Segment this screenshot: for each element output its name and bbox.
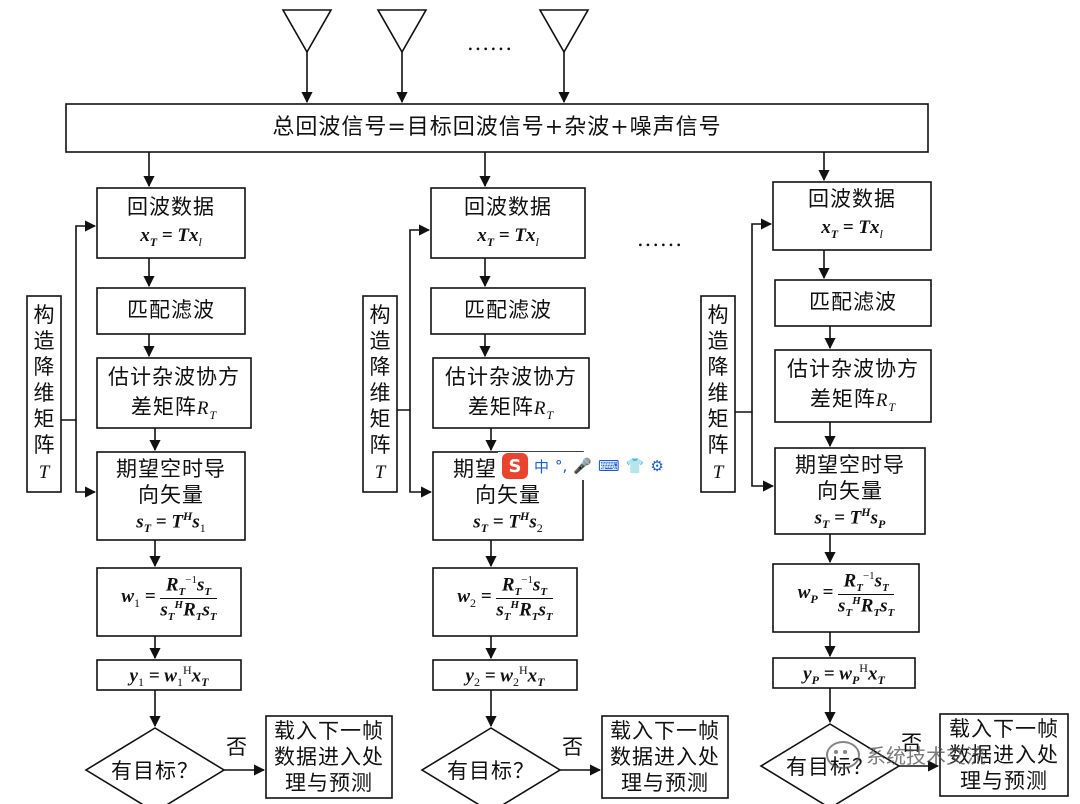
next-frame-line2: 数据进入处 xyxy=(610,745,720,769)
antenna-icon xyxy=(281,9,333,104)
punctuation-icon[interactable]: °, xyxy=(555,457,568,475)
echo-data-label: 回波数据 xyxy=(808,187,896,211)
combined-signal-label: 总回波信号=目标回波信号+杂波+噪声信号 xyxy=(272,115,722,140)
clutter-covariance-box xyxy=(432,357,590,429)
weight-vector-equation: w2 = RT−1sT sTHRTsT xyxy=(457,574,553,624)
output-equation: y2 = w2HxT xyxy=(465,663,545,690)
output-box xyxy=(772,657,916,689)
weight-vector-box xyxy=(96,567,242,637)
output-box xyxy=(432,659,578,691)
ime-toolbar[interactable]: S 中 °, 🎤 ⌨ 👕 ⚙ xyxy=(498,452,692,480)
echo-data-label: 回波数据 xyxy=(464,195,552,219)
watermark-text: 系统技术交流 xyxy=(866,744,986,768)
no-label: 否 xyxy=(226,735,248,759)
echo-data-label: 回波数据 xyxy=(127,195,215,219)
next-frame-line3: 理与预测 xyxy=(285,771,373,795)
construct-matrix-label: 构造降维矩阵T xyxy=(369,303,391,483)
steering-vector-equation: sT = THsP xyxy=(814,505,886,532)
steering-vector-line1: 期望空时导 xyxy=(795,453,905,477)
construct-matrix-box xyxy=(700,295,736,493)
next-frame-box xyxy=(601,715,729,799)
antenna-icon xyxy=(538,9,590,104)
clutter-covariance-line2: 差矩阵RT xyxy=(809,387,897,414)
next-frame-box xyxy=(939,713,1069,797)
clutter-covariance-line1: 估计杂波协方 xyxy=(108,365,240,389)
echo-equation: xT = Txl xyxy=(477,225,539,249)
steering-vector-line2: 向矢量 xyxy=(138,483,204,507)
decision-label: 有目标？ xyxy=(447,759,535,783)
decision-diamond xyxy=(84,727,226,804)
combined-signal-box xyxy=(65,103,929,153)
construct-matrix-box xyxy=(362,295,398,493)
matched-filter-box xyxy=(774,279,932,327)
settings-icon[interactable]: ⚙ xyxy=(650,457,664,475)
sogou-logo-icon[interactable]: S xyxy=(502,453,528,479)
echo-data-box xyxy=(96,187,246,259)
matched-filter-label: 匹配滤波 xyxy=(464,298,552,322)
no-label: 否 xyxy=(562,735,584,759)
next-frame-line2: 数据进入处 xyxy=(274,745,384,769)
echo-equation: xT = Txl xyxy=(821,217,883,241)
echo-equation: xT = Txl xyxy=(140,225,202,249)
weight-vector-equation: wP = RT−1sT sTHRTsT xyxy=(797,570,895,620)
next-frame-line1: 载入下一帧 xyxy=(949,717,1059,741)
steering-vector-line1: 期望空时导 xyxy=(116,457,226,481)
steering-vector-box xyxy=(96,451,246,541)
weight-vector-box xyxy=(432,567,578,637)
clutter-covariance-box xyxy=(96,357,252,429)
next-frame-line3: 理与预测 xyxy=(960,769,1048,793)
output-equation: yP = wPHxT xyxy=(803,661,885,688)
no-label: 否 xyxy=(901,731,923,755)
steering-vector-box xyxy=(774,447,926,535)
chinese-mode-icon[interactable]: 中 xyxy=(534,457,550,476)
output-equation: y1 = w1HxT xyxy=(129,663,209,690)
decision-diamond xyxy=(420,727,562,804)
output-box xyxy=(96,659,242,691)
clutter-covariance-line1: 估计杂波协方 xyxy=(445,365,577,389)
steering-vector-line2: 向矢量 xyxy=(817,479,883,503)
echo-data-box xyxy=(430,187,586,259)
next-frame-line1: 载入下一帧 xyxy=(274,719,384,743)
steering-vector-line2: 向矢量 xyxy=(475,483,541,507)
clutter-covariance-line2: 差矩阵RT xyxy=(130,395,218,422)
clutter-covariance-box xyxy=(774,349,932,423)
next-frame-line2: 数据进入处 xyxy=(949,743,1059,767)
steering-vector-equation: sT = THs1 xyxy=(136,509,206,536)
clutter-covariance-line2: 差矩阵RT xyxy=(467,395,555,422)
wechat-icon xyxy=(826,740,860,769)
watermark: 系统技术交流 xyxy=(826,740,986,769)
decision-label: 有目标？ xyxy=(111,759,199,783)
echo-data-box xyxy=(772,181,932,251)
ellipsis-antennas: ...... xyxy=(466,31,514,55)
matched-filter-label: 匹配滤波 xyxy=(127,298,215,322)
next-frame-box xyxy=(265,715,393,799)
construct-matrix-label: 构造降维矩阵T xyxy=(33,303,55,483)
steering-vector-equation: sT = THs2 xyxy=(473,509,543,536)
clutter-covariance-line1: 估计杂波协方 xyxy=(787,357,919,381)
microphone-icon[interactable]: 🎤 xyxy=(573,457,592,475)
next-frame-line3: 理与预测 xyxy=(621,771,709,795)
skin-icon[interactable]: 👕 xyxy=(625,457,645,475)
matched-filter-box xyxy=(430,287,586,335)
keyboard-icon[interactable]: ⌨ xyxy=(597,457,620,475)
next-frame-line1: 载入下一帧 xyxy=(610,719,720,743)
construct-matrix-box xyxy=(26,295,62,493)
ellipsis-columns: ...... xyxy=(636,227,684,251)
decision-diamond xyxy=(759,723,901,804)
weight-vector-box xyxy=(772,563,920,633)
matched-filter-label: 匹配滤波 xyxy=(809,290,897,314)
construct-matrix-label: 构造降维矩阵T xyxy=(707,303,729,483)
weight-vector-equation: w1 = RT−1sT sTHRTsT xyxy=(121,574,217,624)
matched-filter-box xyxy=(96,287,246,335)
antenna-icon xyxy=(376,9,428,104)
